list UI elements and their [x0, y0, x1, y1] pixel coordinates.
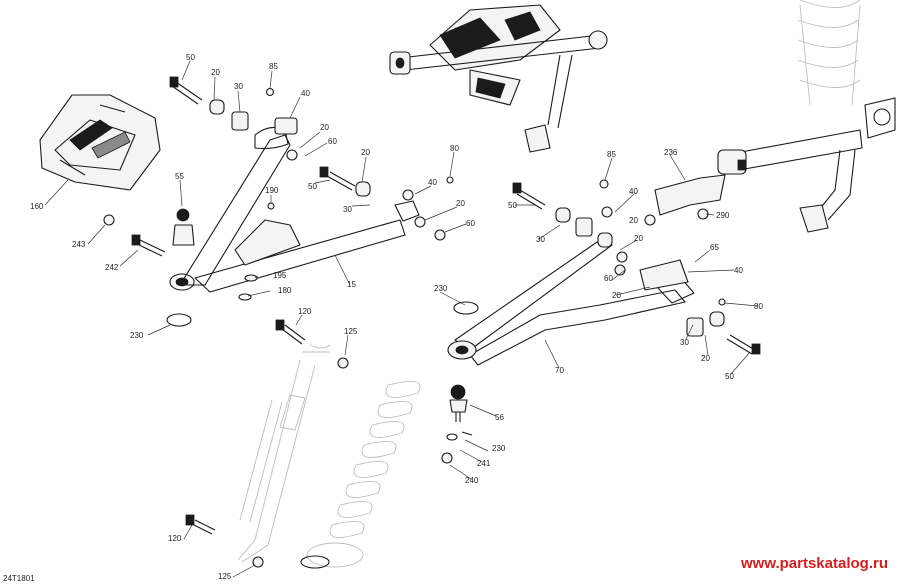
callout-70: 70 — [555, 366, 564, 375]
callout-60: 60 — [328, 137, 337, 146]
callout-40: 40 — [734, 266, 743, 275]
callout-243: 243 — [72, 240, 86, 249]
callout-20: 20 — [211, 68, 220, 77]
callout-85: 85 — [269, 62, 278, 71]
callout-30: 30 — [536, 235, 545, 244]
callout-40: 40 — [629, 187, 638, 196]
rear-shock-absorber — [237, 344, 331, 563]
callout-40: 40 — [301, 89, 310, 98]
callout-30: 30 — [343, 205, 352, 214]
callout-40: 40 — [428, 178, 437, 187]
callout-56: 56 — [495, 413, 504, 422]
callout-125: 125 — [344, 327, 358, 336]
upper-a-arm-with-guard — [389, 4, 608, 153]
callout-55: 55 — [175, 172, 184, 181]
callout-60: 60 — [604, 274, 613, 283]
callout-120: 120 — [168, 534, 182, 543]
callout-230: 230 — [492, 444, 506, 453]
callout-20: 20 — [456, 199, 465, 208]
callout-50: 50 — [725, 372, 734, 381]
callout-230: 230 — [434, 284, 448, 293]
callout-240: 240 — [465, 476, 479, 485]
callout-20: 20 — [361, 148, 370, 157]
upper-a-arm-right — [717, 129, 863, 233]
callout-190: 190 — [265, 186, 279, 195]
skid-plate — [39, 94, 161, 191]
callout-labels: 50 20 30 85 40 20 60 20 50 80 40 30 20 6… — [30, 53, 763, 581]
callout-30: 30 — [680, 338, 689, 347]
callout-290: 290 — [716, 211, 730, 220]
callout-20: 20 — [634, 234, 643, 243]
callout-195: 195 — [273, 271, 287, 280]
upper-shock-assembly — [797, 0, 896, 139]
callout-15: 15 — [347, 280, 356, 289]
leader-lines — [44, 60, 759, 578]
callout-50: 50 — [186, 53, 195, 62]
callout-80: 80 — [754, 302, 763, 311]
callout-85: 85 — [607, 150, 616, 159]
callout-160: 160 — [30, 202, 44, 211]
callout-20: 20 — [612, 291, 621, 300]
callout-242: 242 — [105, 263, 119, 272]
callout-65: 65 — [710, 243, 719, 252]
callout-241: 241 — [477, 459, 491, 468]
callout-20: 20 — [320, 123, 329, 132]
callout-30: 30 — [234, 82, 243, 91]
lower-a-arm-right — [447, 239, 695, 366]
callout-50: 50 — [508, 201, 517, 210]
drawing-code: 24T1801 — [3, 574, 35, 583]
callout-20: 20 — [701, 354, 710, 363]
callout-230: 230 — [130, 331, 144, 340]
callout-236: 236 — [664, 148, 678, 157]
watermark: www.partskatalog.ru — [741, 555, 888, 572]
callout-80: 80 — [450, 144, 459, 153]
lower-a-arm-left — [169, 126, 420, 293]
coil-spring — [300, 380, 421, 569]
ball-joint-right — [449, 384, 468, 422]
mounting-bracket — [639, 174, 726, 291]
callout-20: 20 — [629, 216, 638, 225]
callout-180: 180 — [278, 286, 292, 295]
callout-60: 60 — [466, 219, 475, 228]
callout-50: 50 — [308, 182, 317, 191]
hardware — [103, 76, 761, 568]
callout-120: 120 — [298, 307, 312, 316]
callout-125: 125 — [218, 572, 232, 581]
ball-joint-left — [172, 208, 195, 246]
